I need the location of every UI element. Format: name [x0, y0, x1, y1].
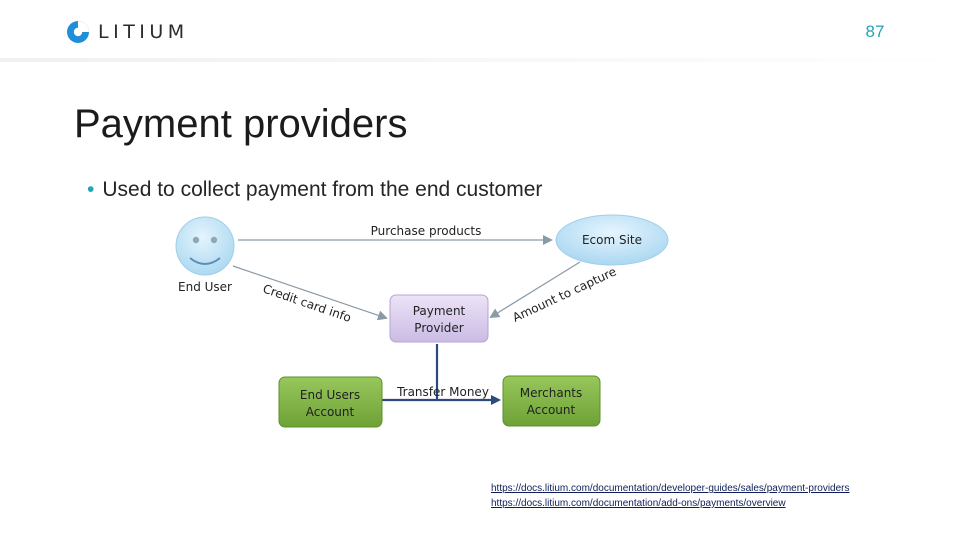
reference-links: https://docs.litium.com/documentation/de…: [491, 481, 850, 511]
purchase-products-label: Purchase products: [371, 224, 482, 238]
bullet-text: Used to collect payment from the end cus…: [102, 178, 543, 201]
credit-card-info-label: Credit card info: [261, 282, 353, 325]
bullet-dot-icon: •: [87, 178, 95, 201]
ecom-site-label: Ecom Site: [582, 233, 642, 247]
header-divider: [0, 58, 960, 62]
header-band: [0, 0, 960, 62]
brand-name: LITIUM: [98, 21, 189, 43]
end-users-account-label-line2: Account: [306, 405, 355, 419]
litium-logo: LITIUM: [66, 20, 189, 44]
slide-title: Payment providers: [74, 102, 408, 146]
amount-to-capture-arrow: [489, 261, 581, 319]
payment-provider-label-line1: Payment: [413, 304, 466, 318]
merchants-account-label-line1: Merchants: [520, 386, 583, 400]
end-users-account-node: [278, 376, 383, 428]
payment-provider-label-line2: Provider: [414, 321, 463, 335]
page-number: 87: [865, 22, 885, 41]
reference-link-payment-providers[interactable]: https://docs.litium.com/documentation/de…: [491, 483, 850, 494]
credit-card-info-arrow: [232, 265, 388, 321]
bullet-item: • Used to collect payment from the end cu…: [87, 176, 542, 204]
end-users-account-label-line1: End Users: [300, 388, 360, 402]
transfer-money-label: Transfer Money: [396, 385, 489, 399]
merchants-account-node: [502, 375, 601, 427]
ecom-site-node: [555, 214, 669, 266]
reference-link-payments-overview[interactable]: https://docs.litium.com/documentation/ad…: [491, 498, 786, 509]
litium-logo-icon: [67, 21, 89, 43]
payment-provider-node: [389, 294, 489, 343]
end-user-node: [175, 216, 235, 276]
merchants-account-label-line2: Account: [527, 403, 576, 417]
end-user-label: End User: [178, 280, 232, 294]
